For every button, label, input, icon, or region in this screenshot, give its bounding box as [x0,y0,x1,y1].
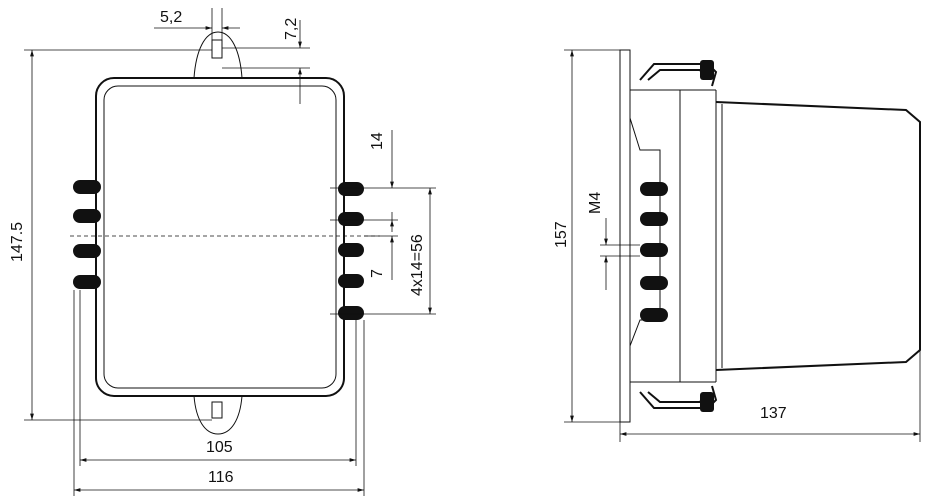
left-terminals [73,180,101,289]
dim-116-label: 116 [208,469,234,486]
dim-7-label: 7 [369,269,386,278]
dim-147-label: 147.5 [9,222,26,262]
bottom-slot [211,401,223,419]
dim-105-label: 105 [206,439,233,456]
top-mounting-ear [193,31,243,79]
dim-157-label: 157 [553,221,570,248]
dim-14-label: 14 [369,132,386,150]
mounting-plate [619,49,631,423]
base-body [629,89,681,383]
side-terminals [640,182,668,322]
right-terminals [338,182,364,320]
cover [715,101,921,371]
bottom-mounting-ear [193,395,243,435]
housing-inner [103,85,337,389]
dim-m4-label: M4 [587,192,604,214]
dim-slot-offset-label: 7,2 [283,18,300,40]
dim-137-label: 137 [760,405,787,422]
housing-outer [95,77,345,397]
dim-slot-width-label: 5,2 [160,9,182,26]
front-view: 105 116 147.5 5,2 7,2 14 7 4x1 [9,8,436,496]
side-view: 157 M4 137 [553,49,921,442]
top-slot [211,39,223,59]
dim-56-label: 4x14=56 [409,234,426,296]
